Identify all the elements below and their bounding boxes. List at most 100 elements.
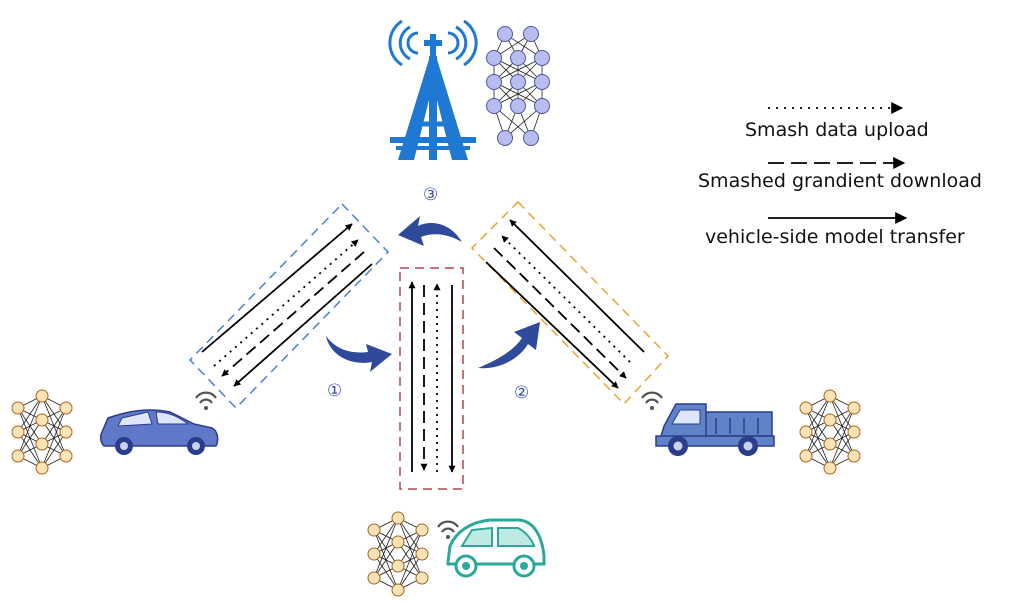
- left-link-group: [188, 202, 390, 410]
- nn-node: [823, 461, 837, 475]
- nn-node: [510, 74, 526, 90]
- nn-node: [35, 389, 49, 403]
- nn-node: [497, 130, 513, 146]
- nn-node: [510, 98, 526, 114]
- step-2-label: ②: [514, 383, 529, 403]
- nn-edge: [829, 407, 855, 469]
- nn-edge: [17, 419, 43, 457]
- step-1-label: ①: [327, 381, 342, 401]
- wifi-icon: [641, 391, 663, 410]
- nn-node: [486, 50, 502, 66]
- nn-node: [11, 449, 25, 463]
- left-group-box: [188, 202, 390, 410]
- right-download-arrow: [493, 247, 627, 379]
- neural-network-icon: [367, 511, 429, 597]
- nn-node: [523, 130, 539, 146]
- step2-curved-arrow: [478, 322, 540, 369]
- nn-edge: [504, 105, 543, 139]
- nn-node: [391, 535, 405, 549]
- nn-node: [823, 413, 837, 427]
- nn-edge: [373, 517, 399, 555]
- nn-node: [35, 437, 49, 451]
- step1-curved-arrow: [326, 336, 392, 372]
- compact-car-icon: [446, 518, 546, 578]
- nn-edge: [41, 431, 67, 469]
- nn-node: [823, 389, 837, 403]
- nn-node: [367, 547, 381, 561]
- right-upload-arrow: [501, 235, 631, 363]
- nn-edge: [17, 395, 43, 433]
- nn-node: [391, 583, 405, 597]
- left-download-arrow: [221, 251, 365, 377]
- nn-edge: [397, 529, 423, 567]
- nn-node: [391, 559, 405, 573]
- left-transfer-arrow-2: [233, 263, 373, 387]
- nn-node: [415, 571, 429, 585]
- nn-node: [391, 511, 405, 525]
- step3-curved-arrow: [398, 216, 462, 246]
- nn-node: [497, 26, 513, 42]
- wifi-icon: [195, 391, 217, 410]
- nn-node: [486, 98, 502, 114]
- step-3-label: ③: [423, 185, 438, 205]
- right-group-box: [470, 200, 670, 406]
- nn-edge: [41, 407, 67, 445]
- nn-edge: [41, 407, 67, 469]
- nn-node: [35, 413, 49, 427]
- left-transfer-arrow: [201, 223, 353, 353]
- nn-node: [11, 425, 25, 439]
- neural-network-icon: [11, 389, 73, 475]
- neural-network-icon: [799, 389, 861, 475]
- nn-edge: [373, 517, 399, 579]
- nn-node: [534, 50, 550, 66]
- nn-node: [59, 425, 73, 439]
- cell-tower-icon: [388, 19, 478, 160]
- nn-node: [486, 74, 502, 90]
- nn-node: [823, 437, 837, 451]
- nn-edge: [17, 395, 43, 457]
- step-arrows: [326, 216, 540, 372]
- nn-edge: [397, 529, 423, 591]
- nn-node: [59, 449, 73, 463]
- legend: Smash data upload Smashed grandient down…: [698, 102, 982, 248]
- nn-node: [415, 523, 429, 537]
- nn-node: [799, 449, 813, 463]
- nn-node: [799, 401, 813, 415]
- center-group-box: [399, 267, 464, 490]
- nn-node: [799, 425, 813, 439]
- nn-edge: [829, 407, 855, 445]
- pickup-truck-icon: [655, 403, 775, 456]
- nn-node: [415, 547, 429, 561]
- nn-edge: [829, 431, 855, 469]
- nn-node: [510, 50, 526, 66]
- nn-node: [11, 401, 25, 415]
- nn-edge: [493, 57, 543, 83]
- legend-transfer-label: vehicle-side model transfer: [705, 226, 965, 248]
- nn-edge: [805, 395, 831, 457]
- neural-network-icon: [486, 26, 550, 146]
- nn-edge: [493, 105, 532, 139]
- nn-node: [534, 74, 550, 90]
- right-link-group: [470, 200, 670, 406]
- nn-node: [35, 461, 49, 475]
- nn-node: [847, 425, 861, 439]
- nn-edge: [493, 81, 543, 107]
- legend-upload-label: Smash data upload: [745, 119, 929, 141]
- nn-node: [367, 571, 381, 585]
- nn-node: [847, 401, 861, 415]
- nn-edge: [397, 553, 423, 591]
- wifi-icon: [437, 520, 459, 539]
- nn-node: [59, 401, 73, 415]
- nn-node: [534, 98, 550, 114]
- legend-download-label: Smashed grandient download: [698, 170, 982, 192]
- center-link-group: [399, 267, 464, 490]
- nn-edge: [805, 395, 831, 433]
- right-transfer-arrow-2: [485, 261, 619, 389]
- right-transfer-arrow: [509, 219, 645, 353]
- nn-node: [847, 449, 861, 463]
- nn-edge: [373, 541, 399, 579]
- nn-node: [367, 523, 381, 537]
- nn-node: [523, 26, 539, 42]
- sedan-icon: [99, 409, 219, 455]
